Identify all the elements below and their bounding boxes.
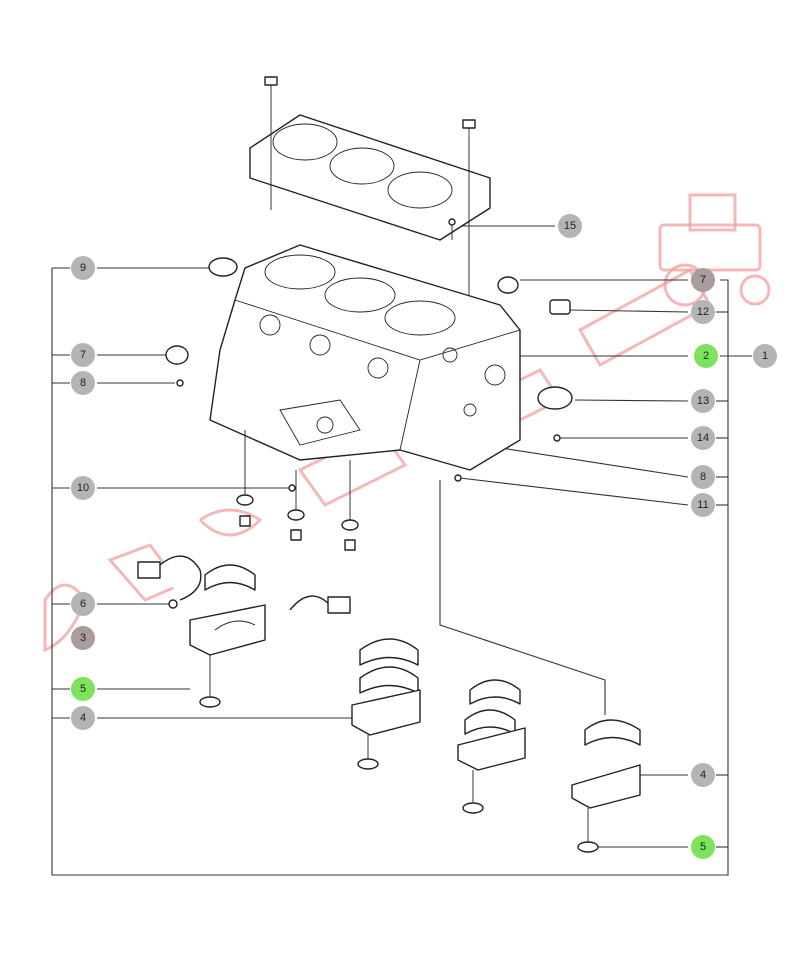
- pin-14: [553, 434, 561, 442]
- callout-4-left-label: 4: [80, 712, 86, 724]
- callout-2-badge: [694, 344, 718, 368]
- main-bearing-cap-3: [457, 679, 526, 814]
- thrust-washers: [137, 555, 351, 614]
- callout-4-left: 4: [71, 706, 95, 730]
- callout-1-badge: [753, 344, 777, 368]
- frame-lines: [51, 267, 752, 876]
- callout-7-top: 7: [691, 268, 715, 292]
- callout-7-left-label: 7: [80, 349, 86, 361]
- callout-5-right-badge: [691, 835, 715, 859]
- callout-13-label: 13: [697, 395, 709, 407]
- drain-plugs: [236, 430, 359, 551]
- main-bearing-cap-2: [351, 638, 421, 770]
- pin-15: [448, 218, 456, 226]
- callout-12-badge: [691, 300, 715, 324]
- main-bearing-cap-4: [571, 719, 641, 853]
- callout-15-label: 15: [564, 220, 576, 232]
- callout-2: 2: [694, 344, 718, 368]
- callout-8-right-badge: [691, 465, 715, 489]
- callout-5-left-label: 5: [80, 683, 86, 695]
- callout-8-left-label: 8: [80, 377, 86, 389]
- callout-6: 6: [71, 592, 95, 616]
- callout-15: 15: [558, 214, 582, 238]
- callout-4-right-label: 4: [700, 769, 706, 781]
- pin-10: [288, 484, 296, 492]
- plug-7-left: [165, 345, 189, 365]
- callout-9-label: 9: [80, 262, 86, 274]
- callout-3-badge: [71, 626, 95, 650]
- callout-1: 1: [753, 344, 777, 368]
- callout-14: 14: [691, 426, 715, 450]
- callout-13-badge: [691, 389, 715, 413]
- callout-7-top-badge: [691, 268, 715, 292]
- callout-7-top-label: 7: [700, 274, 706, 286]
- callout-7-left-badge: [71, 343, 95, 367]
- callout-12: 12: [691, 300, 715, 324]
- callout-5-right: 5: [691, 835, 715, 859]
- callout-8-left-badge: [71, 371, 95, 395]
- callout-14-badge: [691, 426, 715, 450]
- plug-12: [549, 299, 571, 315]
- callout-5-right-label: 5: [700, 841, 706, 853]
- pin-8: [176, 379, 184, 387]
- leader-lines: [97, 225, 689, 848]
- head-gasket: [249, 76, 491, 300]
- callout-6-badge: [71, 592, 95, 616]
- callout-15-badge: [558, 214, 582, 238]
- block-small-parts: [165, 218, 573, 492]
- callout-4-right-badge: [691, 763, 715, 787]
- pin-11: [454, 474, 462, 482]
- main-bearing-cap-1: [168, 564, 266, 708]
- callout-11-badge: [691, 493, 715, 517]
- o-ring-9: [208, 257, 238, 277]
- callout-8-right-label: 8: [700, 471, 706, 483]
- cylinder-block: [209, 244, 521, 471]
- callout-13: 13: [691, 389, 715, 413]
- callout-14-label: 14: [697, 432, 709, 444]
- callout-10-badge: [71, 476, 95, 500]
- callout-6-label: 6: [80, 598, 86, 610]
- callout-11: 11: [691, 493, 715, 517]
- callout-3-label: 3: [80, 632, 86, 644]
- callout-4-left-badge: [71, 706, 95, 730]
- callout-12-label: 12: [697, 306, 709, 318]
- bushing-13: [537, 386, 573, 410]
- callout-10-label: 10: [77, 482, 89, 494]
- callout-9-badge: [71, 256, 95, 280]
- callout-7-left: 7: [71, 343, 95, 367]
- callout-10: 10: [71, 476, 95, 500]
- callout-3: 3: [71, 626, 95, 650]
- plug-7-top: [497, 276, 519, 294]
- callout-9: 9: [71, 256, 95, 280]
- callout-8-left: 8: [71, 371, 95, 395]
- callout-5-left: 5: [71, 677, 95, 701]
- callout-4-right: 4: [691, 763, 715, 787]
- callout-11-label: 11: [697, 499, 708, 511]
- callout-8-right: 8: [691, 465, 715, 489]
- tractor-watermark-icon: [658, 193, 771, 307]
- callout-1-label: 1: [762, 350, 768, 362]
- callout-2-label: 2: [703, 350, 709, 362]
- callout-5-left-badge: [71, 677, 95, 701]
